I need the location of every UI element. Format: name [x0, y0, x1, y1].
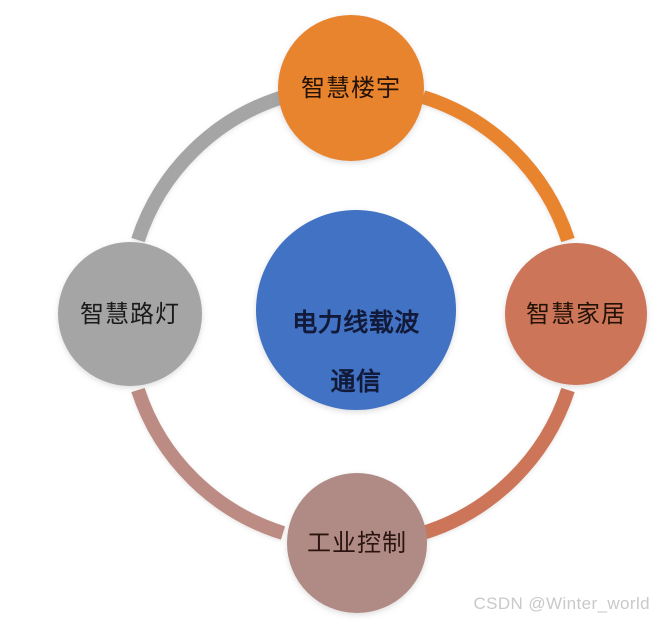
node-center-hub[interactable]	[256, 210, 456, 410]
node-industrial-control[interactable]	[287, 473, 427, 613]
arc-industrial-to-streetlight	[131, 387, 286, 540]
arc-streetlight-to-building	[131, 90, 286, 243]
arc-home-to-industrial	[420, 387, 575, 540]
node-smart-building[interactable]	[278, 15, 424, 161]
node-smart-streetlight[interactable]	[58, 242, 202, 386]
satellite-nodes	[58, 15, 647, 613]
node-smart-home[interactable]	[505, 243, 647, 385]
csdn-watermark: CSDN @Winter_world	[473, 594, 650, 613]
connector-arcs	[131, 90, 575, 540]
arc-building-to-home	[420, 90, 575, 243]
